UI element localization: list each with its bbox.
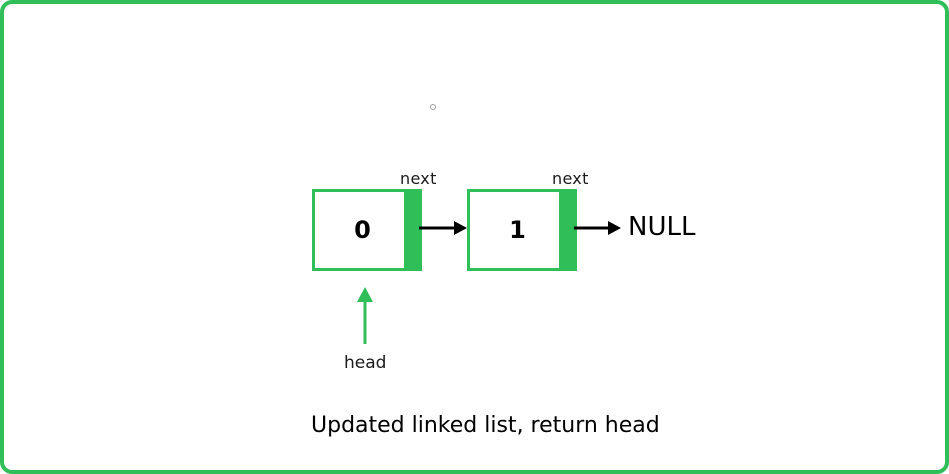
head-pointer-arrow [357, 287, 373, 344]
null-terminal-label: NULL [628, 212, 696, 242]
node-1-next-label: next [552, 169, 589, 188]
list-node-0: 0 [312, 189, 422, 271]
list-node-1: 1 [467, 189, 577, 271]
node-1-pointer-field [559, 192, 574, 268]
arrow-node-0-to-node-1 [419, 221, 467, 235]
small-circle-mark [430, 104, 436, 110]
node-1-value: 1 [509, 216, 526, 244]
node-0-pointer-field [404, 192, 419, 268]
arrow-node-1-to-null [574, 221, 621, 235]
node-0-next-label: next [400, 169, 437, 188]
arrows-layer [357, 221, 621, 344]
node-0-value: 0 [354, 216, 371, 244]
head-label: head [344, 353, 387, 373]
diagram-caption: Updated linked list, return head [311, 413, 660, 438]
